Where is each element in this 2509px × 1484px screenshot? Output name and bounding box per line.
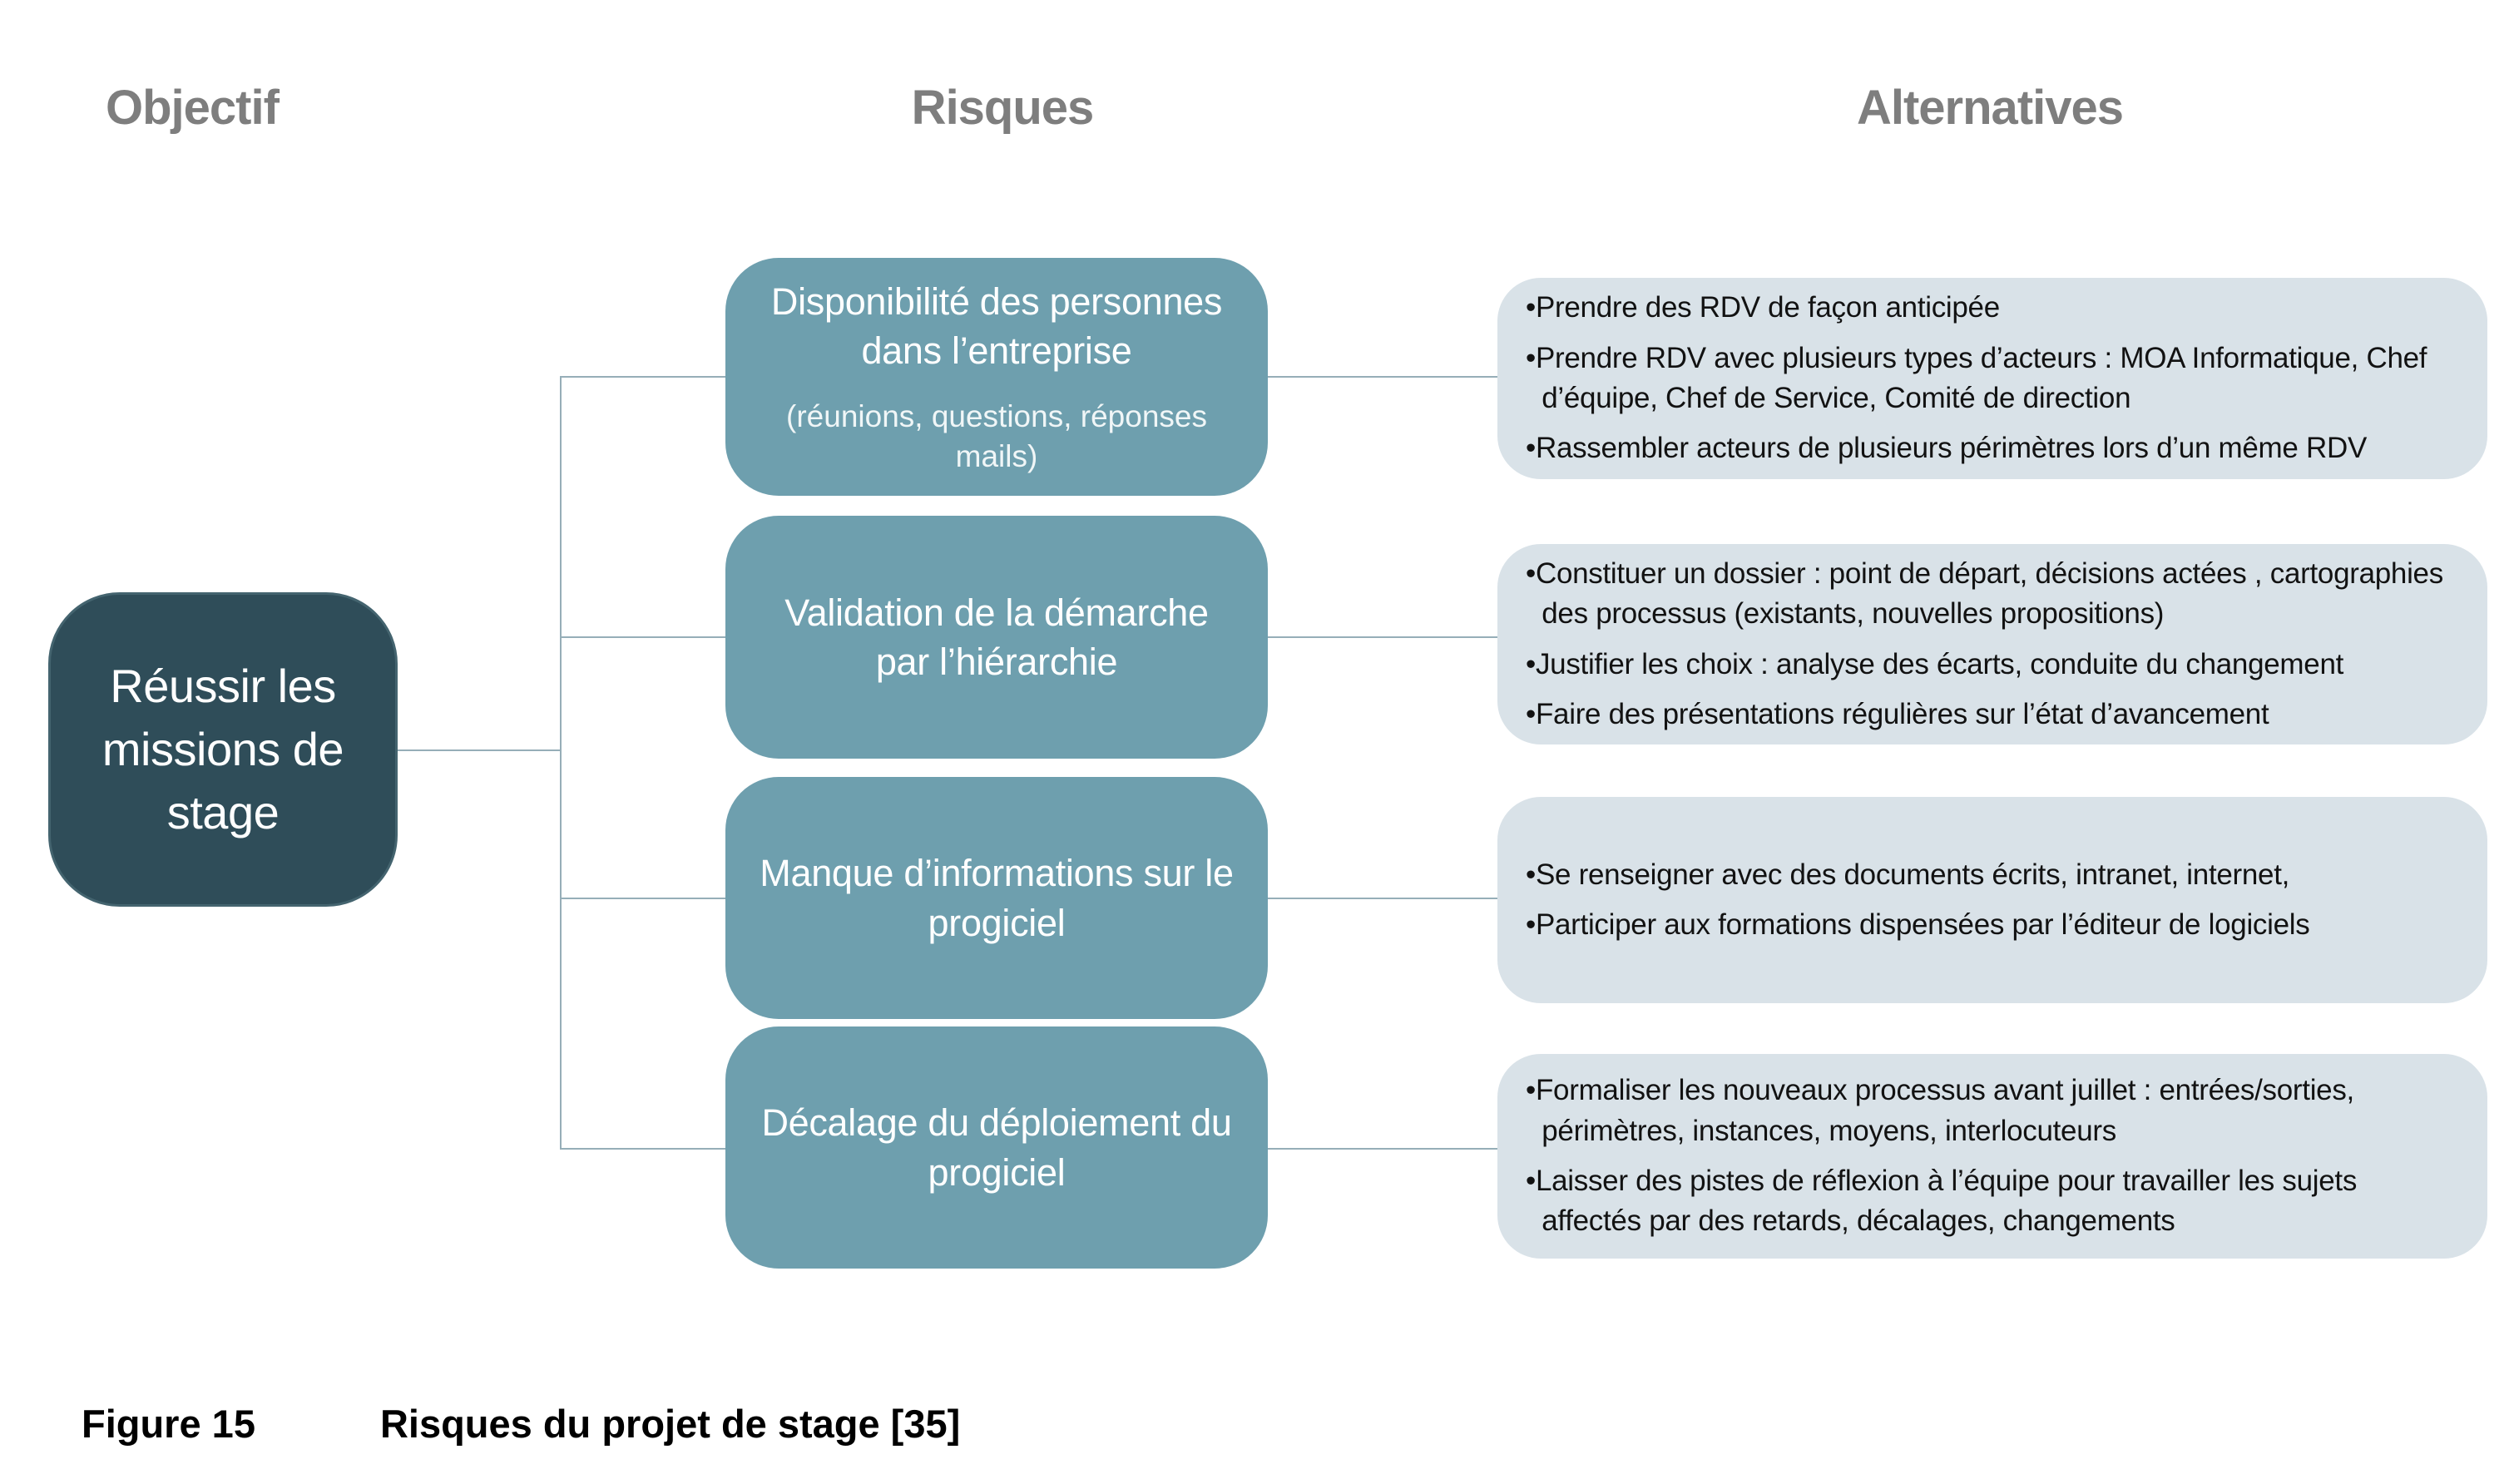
alternatives-box-2: Constituer un dossier : point de départ,… bbox=[1497, 544, 2487, 744]
objective-label: Réussir les missions de stage bbox=[101, 659, 344, 839]
risk-title: Disponibilité des personnes dans l’entre… bbox=[770, 279, 1223, 372]
alternatives-box-3: Se renseigner avec des documents écrits,… bbox=[1497, 797, 2487, 1003]
risk-title: Manque d’informations sur le progiciel bbox=[760, 852, 1234, 944]
risk-title: Décalage du déploiement du progiciel bbox=[761, 1101, 1232, 1194]
risk-box-4: Décalage du déploiement du progiciel bbox=[725, 1026, 1268, 1269]
connector-branch-risk-1 bbox=[560, 376, 726, 378]
connector-risk2-to-alt2 bbox=[1268, 636, 1497, 638]
figure-caption: Figure 15 Risques du projet de stage [35… bbox=[82, 1401, 960, 1447]
alternative-item: Prendre des RDV de façon anticipée bbox=[1526, 288, 2459, 328]
connector-trunk bbox=[560, 376, 562, 1150]
alternative-item: Prendre RDV avec plusieurs types d’acteu… bbox=[1526, 339, 2459, 419]
figure-label: Figure 15 bbox=[82, 1402, 255, 1446]
connector-risk1-to-alt1 bbox=[1268, 376, 1497, 378]
column-header-risques: Risques bbox=[911, 81, 1095, 135]
risk-box-3: Manque d’informations sur le progiciel bbox=[725, 777, 1268, 1019]
alternative-item: Rassembler acteurs de plusieurs périmètr… bbox=[1526, 428, 2459, 468]
alternative-item: Participer aux formations dispensées par… bbox=[1526, 905, 2459, 945]
alternative-item: Se renseigner avec des documents écrits,… bbox=[1526, 855, 2459, 895]
risk-subtitle: (réunions, questions, réponses mails) bbox=[786, 399, 1207, 474]
connector-objective-to-trunk bbox=[398, 749, 561, 751]
column-header-objectif: Objectif bbox=[106, 81, 280, 135]
risk-box-2: Validation de la démarche par l’hiérarch… bbox=[725, 516, 1268, 759]
alternatives-box-4: Formaliser les nouveaux processus avant … bbox=[1497, 1054, 2487, 1259]
figure-title: Risques du projet de stage [35] bbox=[379, 1402, 961, 1446]
connector-branch-risk-3 bbox=[560, 898, 726, 899]
connector-branch-risk-4 bbox=[560, 1148, 726, 1150]
alternative-item: Constituer un dossier : point de départ,… bbox=[1526, 554, 2459, 635]
connector-risk3-to-alt3 bbox=[1268, 898, 1497, 899]
column-header-alternatives: Alternatives bbox=[1856, 81, 2124, 135]
connector-risk4-to-alt4 bbox=[1268, 1148, 1497, 1150]
alternatives-box-1: Prendre des RDV de façon anticipée Prend… bbox=[1497, 278, 2487, 479]
risk-box-1: Disponibilité des personnes dans l’entre… bbox=[725, 258, 1268, 496]
alternative-item: Faire des présentations régulières sur l… bbox=[1526, 695, 2459, 735]
objective-box: Réussir les missions de stage bbox=[48, 592, 398, 907]
risk-title: Validation de la démarche par l’hiérarch… bbox=[784, 591, 1209, 683]
alternative-item: Justifier les choix : analyse des écarts… bbox=[1526, 645, 2459, 685]
alternative-item: Formaliser les nouveaux processus avant … bbox=[1526, 1071, 2459, 1151]
alternative-item: Laisser des pistes de réflexion à l’équi… bbox=[1526, 1161, 2459, 1242]
connector-branch-risk-2 bbox=[560, 636, 726, 638]
